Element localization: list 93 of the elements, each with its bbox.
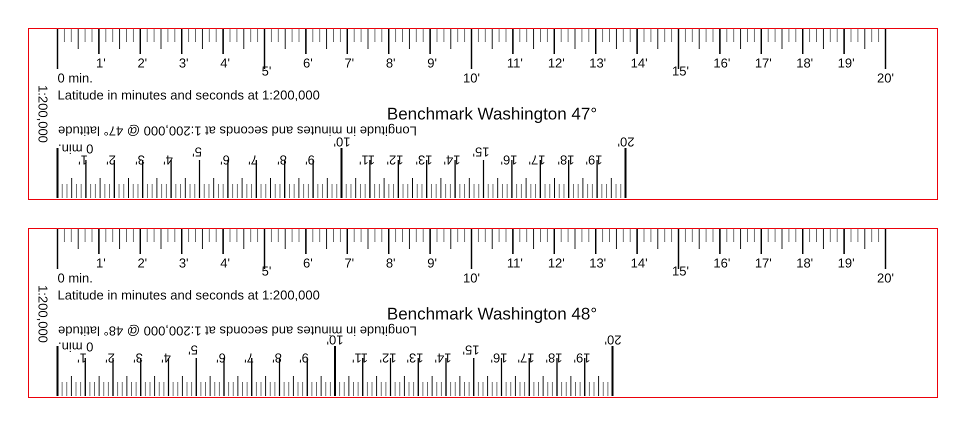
tick-label: 11' [352,352,368,364]
scale-note: Longitude in minutes and seconds at 1:200,000 @ 47° latitude [58,124,416,138]
scale-ratio: 1:200,000 [36,285,50,343]
tick-label: 14' [444,154,461,166]
tick-label: 2' [105,352,115,364]
tick-label: 20' [877,272,894,284]
tick-label: 5' [192,146,202,158]
tick-label: 15' [462,344,480,356]
tick-label: 7' [248,154,258,166]
tick-label: 3' [132,352,143,364]
tick-label: 7' [344,56,354,70]
tick-label: 12' [548,256,565,270]
tick-label: 7' [244,352,254,364]
tick-label: 16' [500,154,518,166]
tick-label: 16' [713,256,730,270]
tick-label: 3' [178,256,189,270]
tick-label: 15' [472,146,489,158]
tick-label: 12' [379,352,396,364]
tick-label: 11' [506,256,523,270]
tick-label: 9' [427,256,437,270]
zero-label: 0 min. [58,272,93,284]
tick-label: 1' [96,256,106,270]
tick-label: 11' [506,56,523,70]
tick-label: 5' [188,344,198,356]
tick-label: 16' [490,352,507,364]
tick-label: 8' [386,256,396,270]
tick-label: 3' [134,154,145,166]
tick-label: 14' [630,256,648,270]
tick-label: 1' [96,56,106,70]
tick-label: 20' [617,136,634,148]
tick-label: 19' [838,256,855,270]
tick-label: 20' [877,72,894,84]
tick-label: 1' [77,352,88,364]
tick-label: 6' [220,154,230,166]
ruler-title: Benchmark Washington 48° [386,306,598,322]
tick-label: 5' [262,64,272,78]
tick-label: 15' [672,64,689,78]
tick-label: 13' [406,352,424,364]
tick-label: 10' [463,72,480,84]
zero-label: 0 min. [58,340,93,354]
tick-label: 18' [796,56,814,70]
scale-note: Latitude in minutes and seconds at 1:200,000 [58,88,320,102]
ruler-card [28,228,938,398]
zero-label: 0 min. [58,142,93,156]
tick-label: 4' [220,56,230,70]
tick-label: 17' [528,154,546,166]
tick-label: 16' [713,56,730,70]
tick-label: 14' [434,352,452,364]
scale-ratio: 1:200,000 [36,85,50,143]
tick-label: 14' [630,56,648,70]
tick-label: 10' [333,136,350,148]
tick-label: 15' [672,264,689,278]
tick-label: 18' [546,352,562,364]
tick-label: 8' [386,56,396,70]
tick-label: 17' [518,352,535,364]
tick-label: 13' [589,56,606,70]
tick-label: 13' [415,154,432,166]
scale-note: Latitude in minutes and seconds at 1:200,000 [58,288,320,302]
tick-label: 2' [137,256,148,270]
ruler-card [28,28,938,200]
tick-label: 18' [796,256,814,270]
tick-label: 3' [178,56,189,70]
tick-label: 5' [262,264,272,278]
tick-label: 17' [754,56,772,70]
tick-label: 4' [160,352,170,364]
tick-label: 19' [573,352,590,364]
tick-label: 6' [303,256,313,270]
tick-label: 19' [838,56,855,70]
tick-label: 6' [216,352,226,364]
tick-label: 19' [586,154,603,166]
tick-label: 7' [344,256,354,270]
tick-label: 17' [754,256,772,270]
tick-label: 9' [305,154,315,166]
tick-label: 20' [604,334,621,346]
tick-label: 10' [463,272,480,284]
zero-label: 0 min. [58,72,93,84]
tick-label: 4' [220,256,230,270]
tick-label: 9' [299,352,310,364]
tick-label: 8' [276,154,287,166]
tick-label: 11' [358,154,375,166]
tick-label: 12' [548,56,565,70]
tick-label: 12' [386,154,404,166]
tick-label: 2' [137,56,148,70]
tick-label: 4' [163,154,173,166]
tick-label: 9' [427,56,437,70]
tick-label: 10' [326,334,344,346]
tick-label: 1' [78,154,88,166]
tick-label: 13' [589,256,606,270]
ruler-title: Benchmark Washington 47° [386,106,598,122]
tick-label: 2' [106,154,116,166]
tick-label: 18' [557,154,574,166]
tick-label: 6' [303,56,313,70]
tick-label: 8' [272,352,282,364]
